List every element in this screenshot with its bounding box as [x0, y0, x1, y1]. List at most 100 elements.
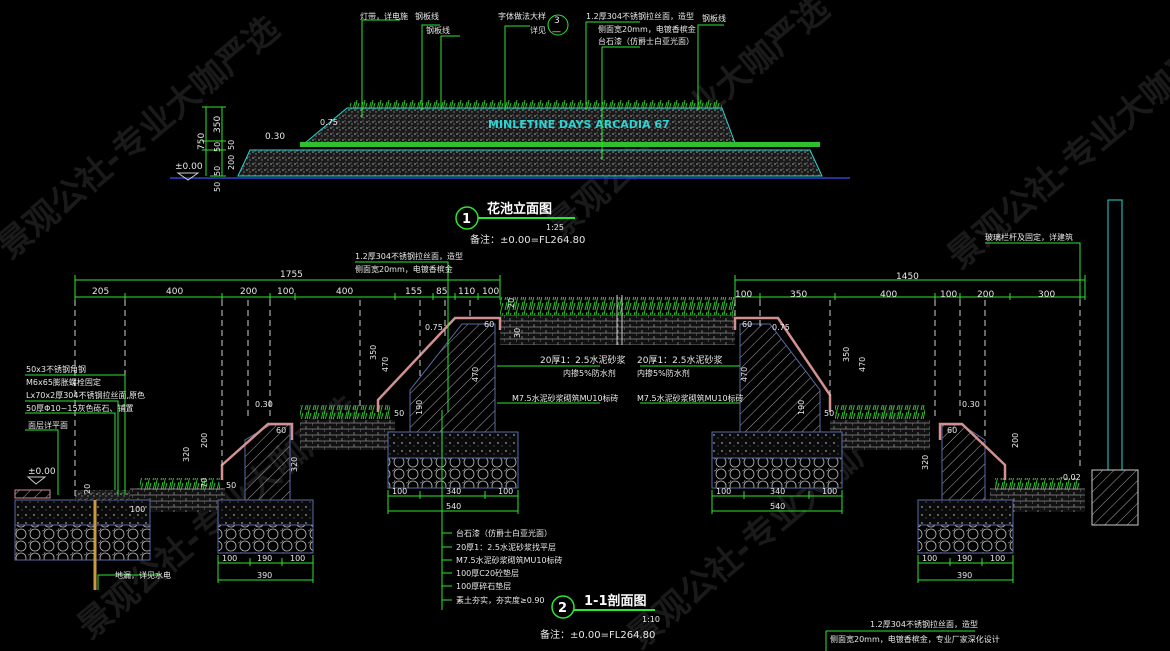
svg-text:台石漆（仿爵士白亚光面）: 台石漆（仿爵士白亚光面）: [456, 528, 552, 538]
svg-text:50: 50: [394, 409, 404, 418]
svg-text:350: 350: [790, 290, 807, 300]
svg-text:玻璃栏杆及固定，详建筑: 玻璃栏杆及固定，详建筑: [985, 232, 1073, 242]
svg-text:320: 320: [921, 455, 930, 470]
svg-text:30: 30: [513, 328, 522, 338]
svg-text:540: 540: [770, 502, 785, 511]
svg-text:190: 190: [957, 554, 972, 563]
svg-text:地漏，详见水电: 地漏，详见水电: [115, 570, 171, 580]
svg-text:205: 205: [92, 287, 109, 297]
elevation-label-steel-edge: 钢板线: [702, 13, 726, 23]
svg-text:60: 60: [742, 320, 752, 329]
svg-text:侧面宽20mm，电镀香槟金，专业厂家深化设计: 侧面宽20mm，电镀香槟金，专业厂家深化设计: [830, 634, 1000, 644]
svg-text:20厚1：2.5水泥砂浆: 20厚1：2.5水泥砂浆: [637, 354, 723, 366]
svg-text:50x3不锈钢角钢: 50x3不锈钢角钢: [26, 364, 86, 374]
svg-text:20厚1：2.5水泥砂浆: 20厚1：2.5水泥砂浆: [540, 354, 626, 366]
svg-text:750: 750: [197, 133, 207, 150]
svg-text:50: 50: [213, 166, 222, 176]
svg-text:100: 100: [277, 287, 294, 297]
svg-text:0.75: 0.75: [320, 118, 338, 127]
svg-text:190: 190: [257, 554, 272, 563]
svg-text:面层详平面: 面层详平面: [28, 420, 68, 430]
svg-text:0.75: 0.75: [772, 323, 790, 332]
svg-text:详见: 详见: [530, 25, 546, 35]
svg-text:400: 400: [166, 287, 183, 297]
section-view: 1755 205 400 200 100 400 155 85 110 100 …: [14, 199, 1139, 651]
svg-text:100厚C20砼垫层: 100厚C20砼垫层: [456, 568, 519, 578]
svg-text:2: 2: [558, 601, 567, 616]
sign-lettering: MINLETINE DAYS ARCADIA 67: [488, 118, 670, 131]
svg-text:1.2厚304不锈钢拉丝面，造型: 1.2厚304不锈钢拉丝面，造型: [870, 619, 978, 629]
svg-text:350: 350: [369, 345, 378, 360]
svg-text:1.2厚304不锈钢拉丝面，造型: 1.2厚304不锈钢拉丝面，造型: [355, 251, 463, 261]
svg-text:20: 20: [83, 484, 92, 494]
svg-text:320: 320: [290, 457, 299, 472]
svg-text:20: 20: [507, 298, 516, 308]
svg-text:390: 390: [257, 571, 272, 580]
svg-text:350: 350: [842, 347, 851, 362]
svg-text:1450: 1450: [896, 272, 919, 282]
svg-text:100: 100: [482, 287, 499, 297]
svg-text:M7.5水泥砂浆砌筑MU10标砖: M7.5水泥砂浆砌筑MU10标砖: [637, 393, 744, 403]
svg-text:100: 100: [822, 487, 837, 496]
elevation-title: 花池立面图: [487, 201, 552, 217]
right-top-dims: 100 350 400 100 200 300: [735, 290, 1055, 300]
svg-text:景观公社-专业大咖严选: 景观公社-专业大咖严选: [0, 9, 287, 267]
svg-text:100: 100: [222, 554, 237, 563]
svg-text:400: 400: [880, 290, 897, 300]
svg-text:100: 100: [735, 290, 752, 300]
svg-text:100: 100: [940, 290, 957, 300]
svg-text:470: 470: [858, 357, 867, 372]
section-title: 1-1剖面图: [584, 593, 647, 609]
svg-text:100: 100: [716, 487, 731, 496]
svg-text:70: 70: [200, 478, 209, 488]
svg-text:内掺5%防水剂: 内掺5%防水剂: [637, 368, 690, 378]
svg-text:300: 300: [1038, 290, 1055, 300]
svg-text:±0.00: ±0.00: [175, 162, 203, 172]
svg-text:1.2厚304不锈钢拉丝面，造型: 1.2厚304不锈钢拉丝面，造型: [586, 11, 694, 21]
svg-text:200: 200: [977, 290, 994, 300]
svg-text:0.30: 0.30: [255, 400, 273, 409]
svg-text:350: 350: [213, 116, 223, 133]
svg-text:155: 155: [405, 287, 422, 297]
svg-text:-0.02: -0.02: [1060, 473, 1081, 482]
svg-text:备注：±0.00=FL264.80: 备注：±0.00=FL264.80: [540, 628, 655, 641]
svg-text:200: 200: [1011, 433, 1020, 448]
svg-text:50: 50: [824, 409, 834, 418]
svg-text:100: 100: [130, 505, 145, 514]
svg-text:—: —: [552, 27, 561, 37]
svg-text:100: 100: [290, 554, 305, 563]
svg-text:340: 340: [446, 487, 461, 496]
detail-ref-circle: [547, 14, 569, 36]
svg-text:60: 60: [947, 426, 957, 435]
svg-text:200: 200: [240, 287, 257, 297]
layer-callout: 台石漆（仿爵士白亚光面） 20厚1：2.5水泥砂浆找平层 M7.5水泥砂浆砌筑M…: [441, 410, 563, 610]
svg-text:100: 100: [498, 487, 513, 496]
svg-text:3: 3: [554, 16, 560, 26]
svg-text:1: 1: [462, 212, 471, 227]
svg-text:50: 50: [227, 140, 236, 150]
left-notes: 50x3不锈钢角钢 M6x65膨胀螺栓固定 Lx70x2厚304不锈钢拉丝面,原…: [25, 364, 171, 590]
svg-text:100: 100: [922, 554, 937, 563]
svg-text:字体做法大样: 字体做法大样: [498, 11, 546, 21]
svg-text:50厚Φ10~15灰色砾石、铺置: 50厚Φ10~15灰色砾石、铺置: [26, 403, 134, 413]
svg-text:1755: 1755: [280, 270, 303, 280]
svg-text:50: 50: [213, 182, 222, 192]
svg-text:侧面宽20mm，电镀香槟金: 侧面宽20mm，电镀香槟金: [598, 24, 696, 34]
svg-text:470: 470: [471, 367, 480, 382]
svg-text:400: 400: [336, 287, 353, 297]
svg-text:1:10: 1:10: [642, 615, 660, 624]
svg-text:台石漆（仿爵士白亚光面）: 台石漆（仿爵士白亚光面）: [598, 36, 694, 46]
svg-text:60: 60: [484, 320, 494, 329]
svg-text:470: 470: [381, 357, 390, 372]
svg-text:钢板线: 钢板线: [415, 11, 439, 21]
svg-text:20厚1：2.5水泥砂浆找平层: 20厚1：2.5水泥砂浆找平层: [456, 542, 556, 552]
svg-text:190: 190: [415, 400, 424, 415]
svg-text:M7.5水泥砂浆砌筑MU10标砖: M7.5水泥砂浆砌筑MU10标砖: [456, 555, 563, 565]
svg-text:50: 50: [226, 481, 236, 490]
svg-text:200: 200: [200, 433, 209, 448]
svg-text:备注：±0.00=FL264.80: 备注：±0.00=FL264.80: [470, 233, 585, 246]
svg-text:侧面宽20mm，电镀香槟金: 侧面宽20mm，电镀香槟金: [355, 264, 453, 274]
svg-text:110: 110: [458, 287, 475, 297]
svg-text:M6x65膨胀螺栓固定: M6x65膨胀螺栓固定: [26, 377, 101, 387]
